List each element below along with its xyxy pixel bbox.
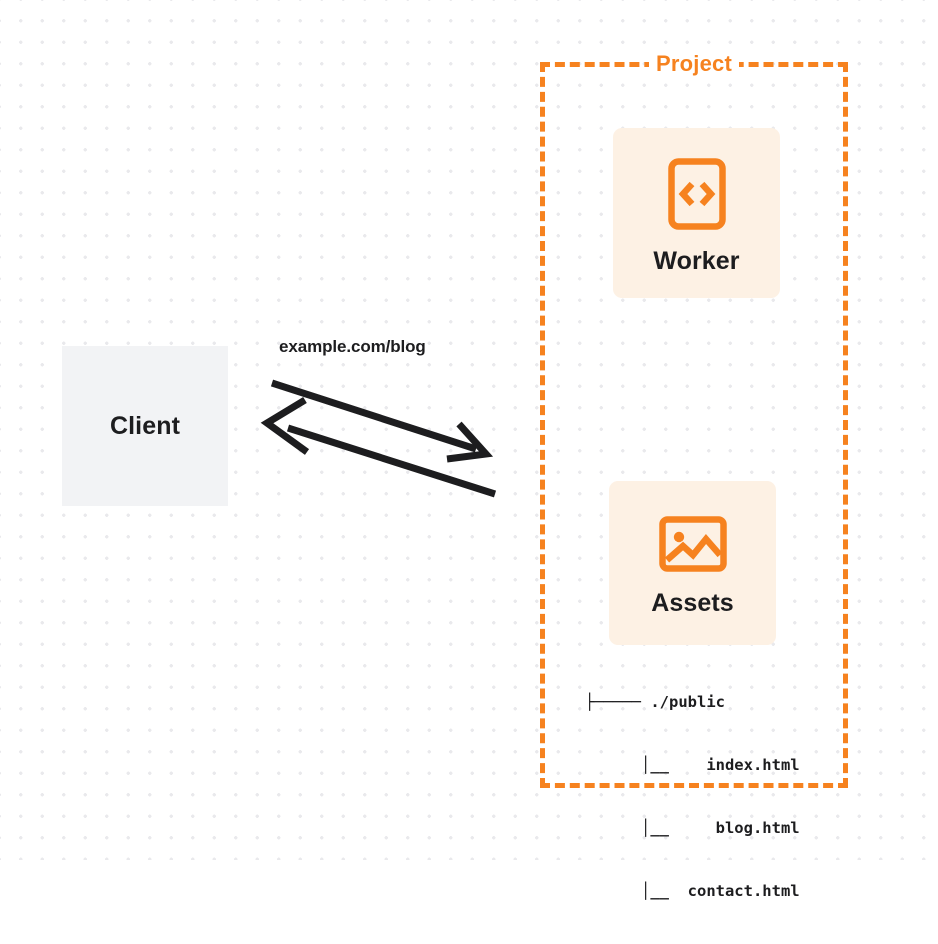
diagram-canvas: Client example.com/blog Project Worker <box>62 51 848 900</box>
image-picture-icon <box>658 515 727 572</box>
project-title: Project <box>649 51 739 77</box>
edge-request-arrow <box>270 379 494 463</box>
tree-row: ├───── ./public <box>585 693 725 711</box>
tree-row: │__ contact.html <box>585 882 800 900</box>
tree-row: │__ blog.html <box>585 819 800 837</box>
node-assets[interactable]: Assets <box>609 481 776 645</box>
node-client-label: Client <box>109 411 181 440</box>
code-brackets-icon <box>667 157 726 230</box>
edge-response-arrow <box>260 397 497 498</box>
project-boundary: Project <box>540 51 848 788</box>
assets-file-tree: ├───── ./public │__ index.html │__ blog.… <box>585 650 800 944</box>
edge-label-url: example.com/blog <box>279 337 426 356</box>
node-worker-label: Worker <box>653 246 740 275</box>
node-worker[interactable]: Worker <box>613 128 780 298</box>
node-assets-label: Assets <box>651 588 734 617</box>
tree-row: │__ index.html <box>585 756 800 774</box>
node-client[interactable]: Client <box>62 346 228 506</box>
